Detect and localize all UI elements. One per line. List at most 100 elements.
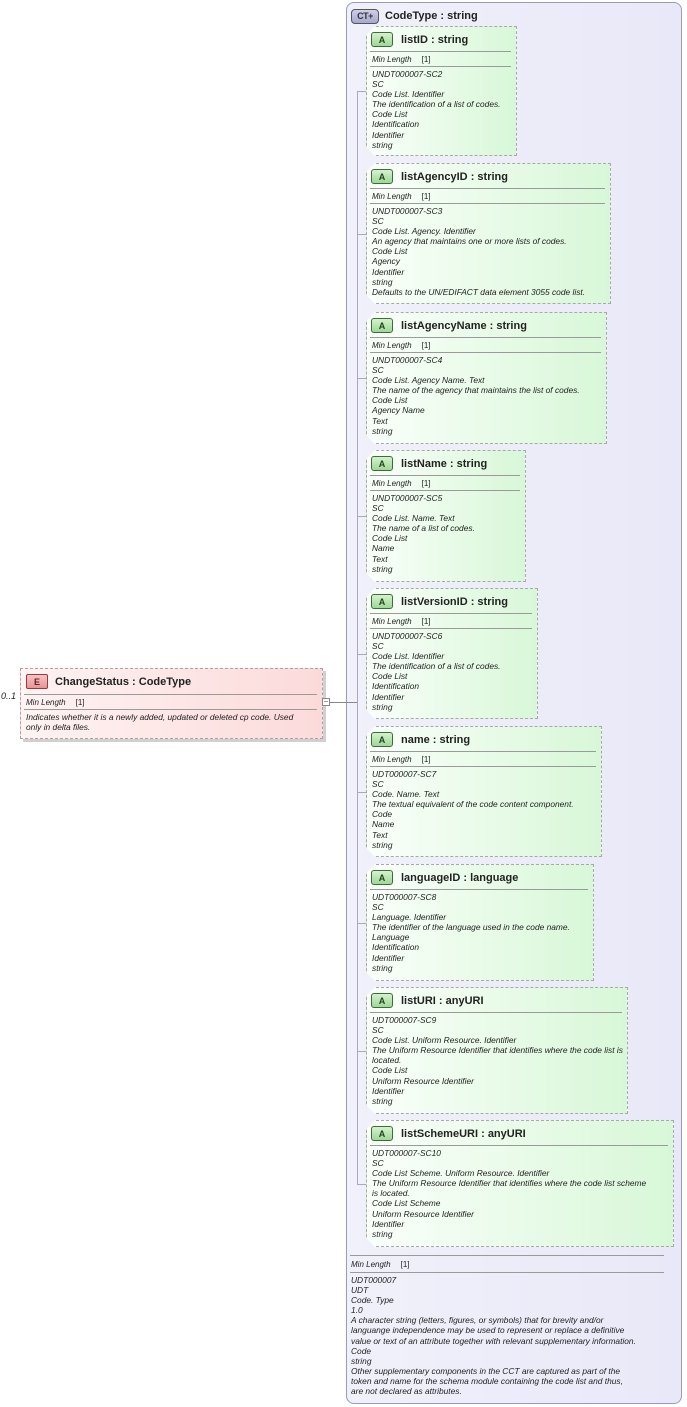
- documentation-line: SC: [372, 641, 384, 652]
- separator: [350, 1255, 664, 1256]
- attribute-branch-line: [357, 91, 366, 92]
- separator: [24, 709, 317, 710]
- element-box[interactable]: E ChangeStatus : CodeType Min Length[1] …: [20, 668, 323, 739]
- attribute-name: languageID: [401, 871, 461, 884]
- attribute-type-separator: :: [467, 595, 478, 608]
- facet-min-length: Min Length[1]: [372, 55, 431, 64]
- element-type: CodeType: [138, 675, 192, 688]
- documentation-line: string: [372, 1228, 393, 1239]
- attribute-type-separator: :: [486, 319, 497, 332]
- documentation-line: Language. Identifier: [372, 912, 447, 923]
- complex-type-header: CT+ CodeType : string: [351, 8, 478, 24]
- facet-min-length: Min Length[1]: [372, 479, 431, 488]
- documentation-line: UNDT000007-SC6: [372, 631, 443, 641]
- attribute-badge-icon: A: [371, 456, 393, 471]
- attribute-name: listURI: [401, 994, 436, 1007]
- documentation-line: Code List. Agency Name. Text: [372, 375, 485, 386]
- element-name: ChangeStatus: [55, 675, 129, 688]
- attribute-name: listAgencyID: [401, 170, 468, 183]
- documentation-line: Identification: [372, 119, 420, 130]
- documentation-line: The Uniform Resource Identifier that ide…: [372, 1178, 647, 1189]
- attribute-connector-line: [357, 92, 358, 1185]
- documentation-line: Code List. Name. Text: [372, 513, 455, 524]
- documentation-line: The identifier of the language used in t…: [372, 922, 570, 933]
- attribute-branch-line: [357, 792, 366, 793]
- collapse-icon[interactable]: −: [322, 697, 330, 706]
- documentation-line: string: [372, 701, 393, 712]
- separator: [370, 51, 511, 52]
- attribute-branch-line: [357, 1051, 366, 1052]
- separator: [370, 188, 605, 189]
- separator: [24, 694, 317, 695]
- documentation-line: Uniform Resource Identifier: [372, 1075, 474, 1086]
- documentation-line: SC: [372, 503, 384, 514]
- attribute-type-separator: :: [435, 994, 446, 1007]
- attribute-type-separator: :: [429, 733, 440, 746]
- documentation-line: is located.: [372, 1188, 410, 1199]
- attribute-name: listID: [401, 33, 428, 46]
- element-type-separator: :: [128, 675, 139, 688]
- documentation-line: Text: [372, 553, 388, 564]
- attribute-badge-icon: A: [371, 1126, 393, 1141]
- attribute-type-separator: :: [478, 1127, 488, 1140]
- attribute-badge-icon: A: [371, 169, 393, 184]
- documentation-line: Identifier: [372, 952, 405, 963]
- documentation-line: The name of the agency that maintains th…: [372, 385, 580, 396]
- complex-type-documentation: UDT000007 UDT Code. Type 1.0 A character…: [351, 1275, 636, 1397]
- documentation-line: UDT000007-SC10: [372, 1148, 441, 1158]
- documentation-line: The identification of a list of codes.: [372, 99, 501, 110]
- documentation-line: string: [372, 962, 393, 973]
- documentation-line: Name: [372, 543, 395, 554]
- attribute-name: listVersionID: [401, 595, 468, 608]
- facet-min-length: Min Length[1]: [351, 1260, 410, 1269]
- attribute-type: string: [477, 595, 508, 608]
- documentation-line: Code List: [372, 246, 408, 257]
- attribute-type-separator: :: [446, 457, 457, 470]
- attribute-branch-line: [357, 516, 366, 517]
- attribute-badge-icon: A: [371, 32, 393, 47]
- attribute-badge-icon: A: [371, 594, 393, 609]
- attribute-badge-icon: A: [371, 993, 393, 1008]
- documentation-line: UDT000007-SC8: [372, 892, 437, 902]
- documentation-line: UDT000007-SC9: [372, 1015, 437, 1025]
- documentation-line: The textual equivalent of the code conte…: [372, 799, 574, 810]
- documentation-line: Code List. Identifier: [372, 89, 445, 100]
- documentation-line: The Uniform Resource Identifier that ide…: [372, 1045, 623, 1056]
- documentation-line: Name: [372, 819, 395, 830]
- documentation-line: string: [372, 839, 393, 850]
- attribute-branch-line: [357, 654, 366, 655]
- attribute-type: anyURI: [445, 994, 484, 1007]
- separator: [370, 628, 532, 629]
- documentation-line: Text: [372, 829, 388, 840]
- complex-type-title: CodeType : string: [385, 10, 478, 22]
- separator: [370, 337, 601, 338]
- documentation-line: located.: [372, 1055, 402, 1066]
- documentation-line: Identifier: [372, 129, 405, 140]
- separator: [370, 66, 511, 67]
- separator: [370, 490, 520, 491]
- documentation-line: string: [372, 139, 393, 150]
- documentation-line: Uniform Resource Identifier: [372, 1208, 474, 1219]
- documentation-line: Identification: [372, 942, 420, 953]
- documentation-line: UNDT000007-SC4: [372, 355, 443, 365]
- documentation-line: UNDT000007-SC3: [372, 206, 443, 216]
- documentation-line: Code List: [372, 671, 408, 682]
